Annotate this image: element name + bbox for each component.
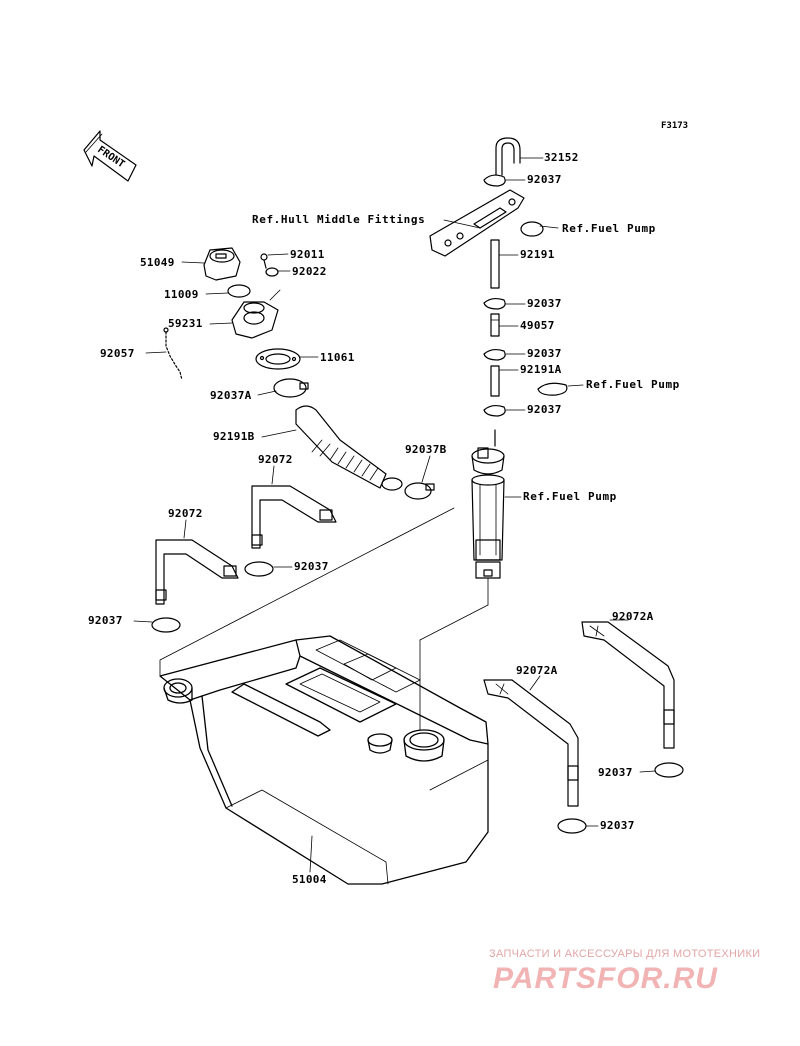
gasket-11009 [205,284,251,298]
clamp-92037-e [244,561,293,577]
watermark-tagline: ЗАПЧАСТИ И АКСЕССУАРЫ ДЛЯ МОТОТЕХНИКИ [489,948,761,960]
part-label-92037-g[interactable]: 92037 [598,766,633,779]
clamp-92037-top [483,174,526,187]
part-label-92191[interactable]: 92191 [520,248,555,261]
tube-92191A [490,365,519,397]
fuel-pump-ring-2 [537,382,568,396]
part-label-92022[interactable]: 92022 [292,265,327,278]
part-label-92011[interactable]: 92011 [290,248,325,261]
tether-92057 [145,327,183,381]
strap-92072A-middle [483,675,579,807]
part-label-92037[interactable]: 92037 [527,173,562,186]
part-label-92037-e[interactable]: 92037 [294,560,329,573]
ref-fuel-pump-3[interactable]: Ref.Fuel Pump [523,490,617,503]
part-label-92037-h[interactable]: 92037 [600,819,635,832]
part-label-92072-lower[interactable]: 92072 [168,507,203,520]
clamp-92037-f [133,617,181,633]
part-label-11061[interactable]: 11061 [320,351,355,364]
part-label-92072-upper[interactable]: 92072 [258,453,293,466]
filler-neck-59231 [209,289,281,339]
screw-92011 [260,253,289,269]
gasket-11061 [255,348,319,370]
part-label-92037-c[interactable]: 92037 [527,347,562,360]
clamp-92037-b [483,297,506,310]
strap-92072-lower [155,519,239,605]
washer-92022 [265,267,291,277]
part-label-51049[interactable]: 51049 [140,256,175,269]
part-label-92037-f[interactable]: 92037 [88,614,123,627]
hose-92191B [261,405,403,491]
front-arrow-icon: FRONT [83,130,137,182]
fitting-49057 [490,313,519,337]
strap-92072-upper [251,465,337,549]
strap-92072A-right [581,619,675,749]
part-label-92037A[interactable]: 92037A [210,389,252,402]
watermark-logo[interactable]: PARTSFOR.RU [493,962,718,995]
part-label-49057[interactable]: 49057 [520,319,555,332]
part-label-51004[interactable]: 51004 [292,873,327,886]
ref-fuel-pump-2[interactable]: Ref.Fuel Pump [586,378,680,391]
fuel-tank-51004 [159,635,489,885]
part-label-92037B[interactable]: 92037B [405,443,447,456]
fuel-cap-51049 [181,247,241,281]
diagram-code: F3173 [661,121,689,131]
clamp-92037-h [557,818,599,834]
clamp-92037A [257,378,309,398]
fuel-pump-assembly [419,429,522,731]
ref-hull-middle-fittings[interactable]: Ref.Hull Middle Fittings [252,213,426,226]
hull-middle-fitting-bracket [429,189,525,257]
part-label-92037-d[interactable]: 92037 [527,403,562,416]
hose-32152 [495,137,544,176]
clamp-92037-g [639,762,684,778]
part-label-92072A-middle[interactable]: 92072A [516,664,558,677]
part-label-92057[interactable]: 92057 [100,347,135,360]
part-label-92191B[interactable]: 92191B [213,430,255,443]
part-label-32152[interactable]: 32152 [544,151,579,164]
part-label-92072A-right[interactable]: 92072A [612,610,654,623]
tube-92191 [490,239,519,289]
clamp-92037-d [483,404,506,417]
part-label-92037-b[interactable]: 92037 [527,297,562,310]
part-label-59231[interactable]: 59231 [168,317,203,330]
clamp-92037B [404,455,435,500]
fuel-pump-ring [520,221,544,237]
part-label-92191A[interactable]: 92191A [520,363,562,376]
ref-fuel-pump-1[interactable]: Ref.Fuel Pump [562,222,656,235]
part-label-11009[interactable]: 11009 [164,288,199,301]
clamp-92037-c [483,348,506,361]
